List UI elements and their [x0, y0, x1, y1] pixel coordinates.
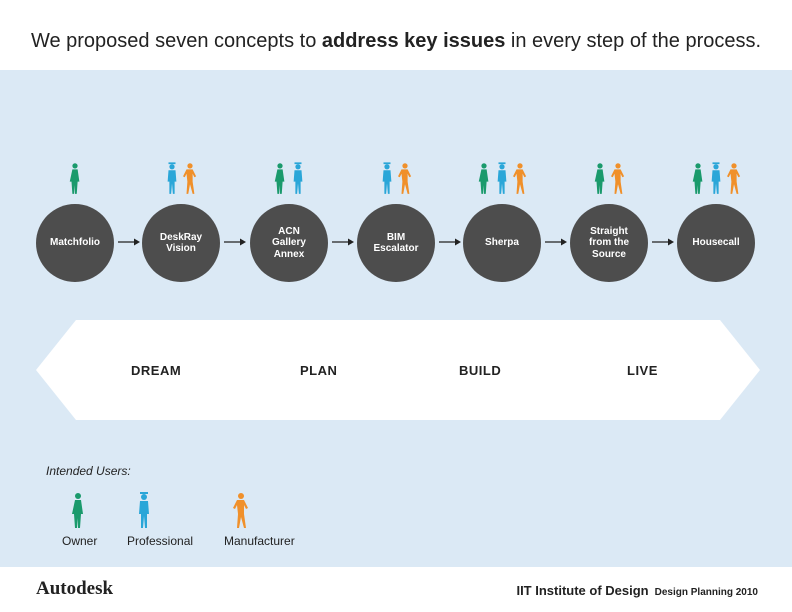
headline: We proposed seven concepts to address ke…	[0, 30, 792, 53]
flow-arrow	[545, 238, 567, 246]
legend-title: Intended Users:	[46, 464, 131, 478]
footer-credit: IIT Institute of Design Design Planning 2…	[516, 583, 758, 598]
concept-users	[477, 160, 527, 200]
concept-bim-escalator: BIM Escalator	[357, 204, 435, 282]
concept-users	[380, 160, 412, 200]
concept-deskray-vision: DeskRay Vision	[142, 204, 220, 282]
flow-arrow	[332, 238, 354, 246]
manufacturer-icon	[611, 163, 625, 194]
concept-users	[68, 160, 82, 200]
flow-arrow	[652, 238, 674, 246]
iit-logo-text: IIT Institute of Design	[516, 583, 649, 598]
flow-arrow	[439, 238, 461, 246]
legend-label-manufacturer: Manufacturer	[224, 534, 295, 548]
headline-post: in every step of the process.	[505, 30, 762, 52]
manufacturer-icon	[398, 163, 412, 194]
manufacturer-icon	[727, 163, 741, 194]
owner-icon	[274, 163, 285, 194]
professional-icon	[382, 162, 392, 194]
professional-icon	[497, 162, 507, 194]
concept-users	[593, 160, 625, 200]
phase-banner	[36, 320, 760, 420]
owner-icon	[478, 163, 489, 194]
manufacturer-icon	[513, 163, 527, 194]
phase-plan: PLAN	[300, 363, 338, 378]
diagram-panel	[0, 70, 792, 567]
flow-arrow	[118, 238, 140, 246]
legend-label-owner: Owner	[62, 534, 98, 548]
headline-pre: We proposed seven concepts to	[30, 30, 322, 52]
owner-icon	[594, 163, 605, 194]
phase-live: LIVE	[627, 363, 658, 378]
legend-label-professional: Professional	[127, 534, 194, 548]
flow-arrow	[224, 238, 246, 246]
concept-straight-from-the-source: Straight from the Source	[570, 204, 648, 282]
concept-users	[165, 160, 197, 200]
professional-icon	[711, 162, 721, 194]
phase-build: BUILD	[459, 363, 502, 378]
professional-icon	[293, 162, 303, 194]
owner-icon	[692, 163, 703, 194]
headline-bold: address key issues	[321, 30, 506, 52]
concept-housecall: Housecall	[677, 204, 755, 282]
owner-icon	[69, 163, 80, 194]
professional-icon	[167, 162, 177, 194]
concept-users	[691, 160, 741, 200]
footer-subtitle: Design Planning 2010	[654, 587, 758, 598]
phase-dream: DREAM	[131, 363, 182, 378]
concept-sherpa: Sherpa	[463, 204, 541, 282]
concept-acn-gallery-annex: ACN Gallery Annex	[250, 204, 328, 282]
owner-icon	[72, 493, 83, 528]
autodesk-logo: Autodesk	[36, 578, 114, 599]
concept-users	[273, 160, 305, 200]
professional-icon	[139, 492, 149, 528]
manufacturer-icon	[183, 163, 197, 194]
manufacturer-icon	[233, 493, 248, 528]
concept-matchfolio: Matchfolio	[36, 204, 114, 282]
